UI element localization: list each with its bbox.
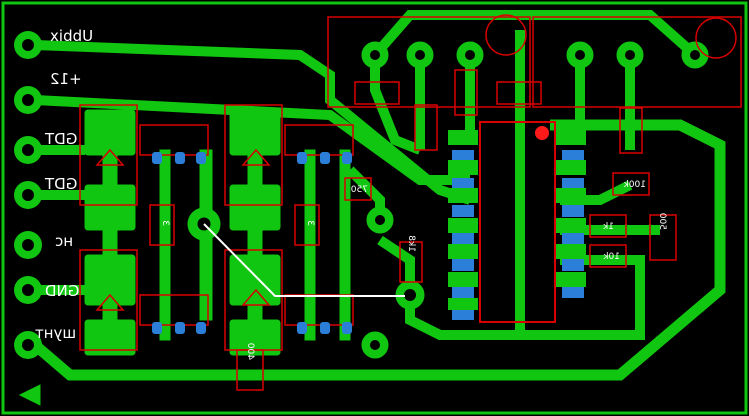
- label-gnd: GND: [45, 282, 80, 300]
- label-nc: нс: [55, 232, 74, 250]
- label-gdt-2: GDT: [45, 175, 78, 193]
- via-holes: [370, 50, 700, 350]
- ic-chip: [448, 121, 586, 323]
- label-r-100k: 100k: [623, 180, 646, 190]
- label-r-750: 750: [351, 185, 368, 195]
- jumper-wire: [203, 223, 405, 297]
- label-r-3b: 3: [305, 220, 315, 226]
- smd-pads: [152, 152, 352, 334]
- label-c-400: 400: [245, 343, 255, 360]
- label-r-10k: 10k: [603, 252, 620, 262]
- connector-pads: [14, 31, 42, 359]
- label-r-1k: 1k: [602, 222, 614, 232]
- label-r-1k8: 1k8: [406, 235, 416, 252]
- label-gdt-1: GDT: [45, 130, 78, 148]
- label-r-3: 3: [160, 220, 170, 226]
- silkscreen: [79, 14, 742, 391]
- label-c-500: 500: [657, 213, 667, 230]
- label-ubbix: Ubbix: [50, 27, 94, 45]
- copper-layer: [18, 10, 726, 406]
- component-values: 3 3 750 100k 1k 10k 500 400 1k8: [160, 180, 667, 360]
- label-shunt: шунт: [35, 324, 77, 342]
- label-plus12: +12: [50, 70, 82, 88]
